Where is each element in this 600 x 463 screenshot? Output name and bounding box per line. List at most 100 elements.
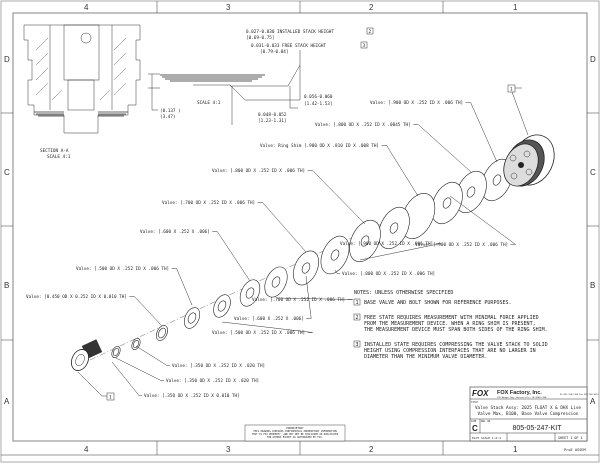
company-name: FOX Factory, Inc. [497,390,542,396]
leader-line [212,231,251,282]
ref-balloon-number: 1 [109,395,112,401]
row-label: D [590,55,596,64]
svg-text:SIZE: SIZE [471,420,477,423]
col-label: 2 [369,445,374,454]
dimension-mm: [1.23-1.31] [258,118,286,124]
svg-text:2: 2 [356,315,359,321]
leader-line [221,321,313,333]
note-3-line: DIAMETER THAN THE MINIMUM VALVE DIAMETER… [364,354,487,360]
row-label: D [4,55,10,64]
row-label: C [590,168,596,177]
col-label: 2 [369,3,374,12]
valve-shim [349,219,381,263]
company-address: 130 Hangar Way, Watsonville, CA 95076 US… [497,396,547,399]
note-ref-balloon [366,27,374,35]
zone-labels: 4 3 2 1 4 3 2 1 D C B A D C B A [4,3,596,454]
valve-shim [183,307,201,329]
valve-callout: Valve: [.700 OD X .252 ID X .006 TH] [162,200,255,206]
note-ref-balloon [360,41,368,49]
col-label: 3 [226,445,231,454]
leader-line [305,275,312,319]
notes-header: NOTES: UNLESS OTHERWISE SPECIFIED [354,290,453,296]
installed-stack-height: 0.027-0.030 INSTALLED STACK HEIGHT [246,29,334,35]
valve-shim [111,346,121,358]
valve-shim [320,235,350,275]
valve-callout: Valve: [.800 OD X .252 ID X .006 TH] [342,271,435,277]
valve-shim [213,294,231,318]
note-2-line: THE MEASUREMENT DEVICE MUST SPAN BOTH SI… [364,327,548,333]
svg-text:3: 3 [363,43,366,49]
leader-line [115,357,164,381]
col-label: 3 [226,3,231,12]
proprietary-notice: PROPRIETARY THIS DRAWING CONTAINS CONFID… [244,424,346,442]
col-label: 1 [513,445,518,454]
valve-callout: Valve: [.700 OD X .252 ID X .006 TH] [252,297,345,303]
svg-text:DWG. NO.: DWG. NO. [481,420,492,423]
valve-callout: Valve: [.500 OD X .252 ID X .006 TH] [212,330,305,336]
valve-callout: Valve: [.350 OD X .252 ID X 0.010 TH] [144,393,240,399]
valve-shim [264,266,288,298]
leader-line [334,269,340,274]
valve-callout: Valve: [.900 OD X .252 ID X .006 TH] [370,100,463,106]
valve-callout: Valve: [.900 OD X .252 ID X .006 TH] [415,242,508,248]
valve-callout: Valve: [.600 X .252 X .006] [140,229,210,235]
installed-stack-height-mm: [0.69-0.75] [246,35,274,41]
dimension-mm: [1.42-1.53] [304,101,332,107]
detail-scale: SCALE 4:1 [197,100,221,106]
leader-line [465,102,498,163]
notes: NOTES: UNLESS OTHERWISE SPECIFIED 1 BASE… [353,290,548,360]
ref-balloon-number: 1 [510,87,513,93]
section-scale: SCALE 4:1 [47,154,71,160]
leader-line [381,145,419,197]
leader-line [111,361,142,396]
valve-shim [239,279,261,307]
valve-shim [131,338,141,350]
leader-line [129,296,163,327]
valve-callout: Valve: [.900 OD X .252 ID X .006 TH] [340,241,433,247]
section-dimension: (0.137 ) [160,108,181,114]
row-label: A [4,397,10,406]
valve-callout: Valve: Ring Shim [.900 OD X .810 ID X .0… [260,143,379,149]
ref-balloon [106,392,115,401]
svg-text:TITLE: TITLE [471,401,479,404]
title-block: FOX FOX Factory, Inc. 130 Hangar Way, Wa… [469,386,599,452]
leader-line [359,243,441,261]
valve-callout: Valve: [.500 OD X .252 ID X .006 TH] [76,266,169,272]
note-2-line: FROM THE MEASUREMENT DEVICE. WHEN A RING… [364,321,536,327]
leader-line [171,268,193,306]
valve-shim [431,181,463,225]
free-stack-height-mm: [0.79-0.84] [260,49,288,55]
svg-text:1: 1 [356,300,359,306]
leader-line [257,202,307,253]
svg-text:THIS DRAWING CONTAINS CONFIDEN: THIS DRAWING CONTAINS CONFIDENTIAL PROPR… [253,430,337,433]
fox-logo: FOX [472,389,489,398]
svg-text:2: 2 [369,29,372,35]
valve-callout: Valve: [0.450 OD X 0.252 ID X 0.010 TH] [26,294,127,300]
sheet-size: C [472,424,478,433]
col-label: 4 [84,445,89,454]
valve-callout: Valve: [.800 OD X .252 ID X .006 TH] [212,168,305,174]
leader-line [307,170,366,225]
row-label: B [4,281,9,290]
section-title: SECTION A-A [40,148,69,154]
drawing-title-line: Valve Max, B100, Base Valve Compression [478,411,579,417]
model-type: ProE ASSEM [564,448,586,452]
col-label: 1 [513,3,518,12]
col-label: 4 [84,3,89,12]
free-stack-height: 0.031-0.033 FREE STACK HEIGHT [251,43,326,49]
valve-shim [378,206,410,250]
stack-axis [89,149,541,361]
exploded-valve-stack [89,149,541,361]
svg-text:THAT IS FOX PROPERTY, AND MAY: THAT IS FOX PROPERTY, AND MAY NOT BE DIS… [252,433,339,436]
valve-shim [293,250,319,286]
svg-text:FOR OTHERS EXCEPT AS AUTHORIZE: FOR OTHERS EXCEPT AS AUTHORIZED BY FOX. [267,436,323,439]
leader-line [275,297,353,300]
leader-line [413,124,472,173]
note-3-line: INSTALLED STATE REQUIRES COMPRESSING THE… [364,342,548,348]
row-label: A [590,397,596,406]
note-2-line: FREE STATE REQUIRES MEASUREMENT WITH MIN… [364,315,539,321]
valve-callout: Valve: [.600 X .252 X .006] [234,316,304,322]
drawing-number: 805-05-247-KIT [512,425,562,432]
note-3-line: HEIGHT USING COMPRESSION INTERFACES THAT… [364,348,536,354]
leader-line [449,195,517,245]
